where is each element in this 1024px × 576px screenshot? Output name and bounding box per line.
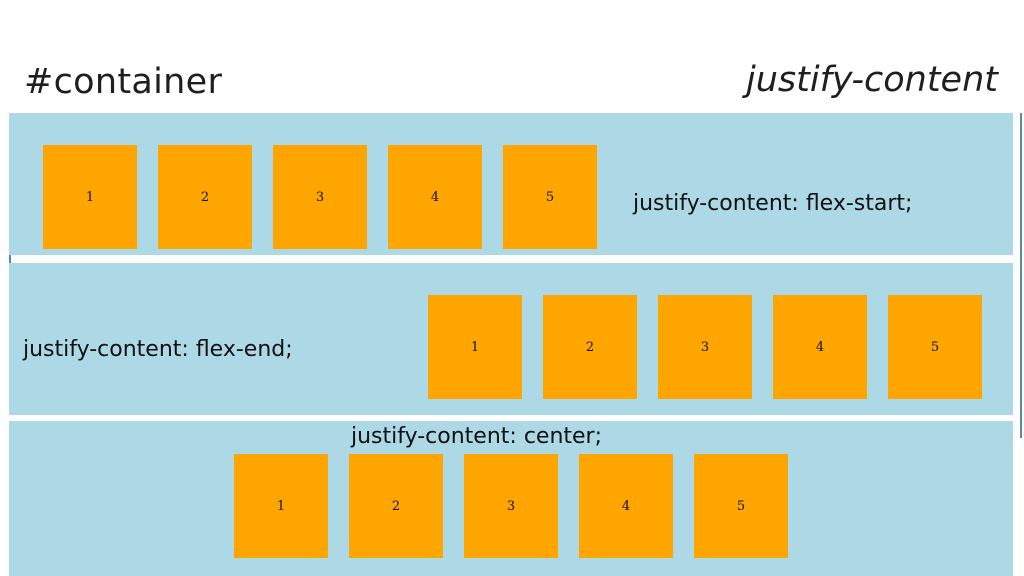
flex-item: 3 [464, 454, 558, 558]
flex-item-label: 1 [276, 498, 286, 514]
flex-item-label: 2 [585, 339, 595, 355]
flex-item: 3 [273, 145, 367, 249]
flex-item: 2 [158, 145, 252, 249]
flex-item-label: 4 [815, 339, 825, 355]
flex-start-row: 1 2 3 4 5 justify-content: flex-start; [9, 113, 1013, 255]
flex-item-label: 3 [315, 189, 325, 205]
slide-title: #container [24, 62, 223, 102]
row-caption: justify-content: flex-end; [23, 337, 293, 362]
flex-end-row: justify-content: flex-end; 1 2 3 4 5 [9, 263, 1013, 415]
center-row: justify-content: center; 1 2 3 4 5 [9, 421, 1013, 576]
flex-item-label: 3 [700, 339, 710, 355]
flex-item-label: 5 [930, 339, 940, 355]
flex-item: 2 [543, 295, 637, 399]
flex-item: 5 [503, 145, 597, 249]
flex-item: 4 [773, 295, 867, 399]
flex-item-label: 4 [430, 189, 440, 205]
flex-item: 2 [349, 454, 443, 558]
flex-item-label: 1 [85, 189, 95, 205]
flex-item-label: 5 [545, 189, 555, 205]
container-right-edge [1020, 113, 1022, 438]
flex-item-label: 5 [736, 498, 746, 514]
slide-subtitle: justify-content [745, 60, 998, 100]
flex-item: 5 [694, 454, 788, 558]
flex-item: 1 [234, 454, 328, 558]
flex-item: 4 [579, 454, 673, 558]
flex-item: 5 [888, 295, 982, 399]
flex-item: 4 [388, 145, 482, 249]
flex-item-label: 4 [621, 498, 631, 514]
flex-item: 3 [658, 295, 752, 399]
row-caption: justify-content: center; [351, 424, 603, 449]
flex-item: 1 [43, 145, 137, 249]
flex-item: 1 [428, 295, 522, 399]
flex-item-label: 1 [470, 339, 480, 355]
flex-item-label: 2 [200, 189, 210, 205]
flex-item-label: 3 [506, 498, 516, 514]
row-caption: justify-content: flex-start; [633, 191, 913, 216]
flex-item-label: 2 [391, 498, 401, 514]
